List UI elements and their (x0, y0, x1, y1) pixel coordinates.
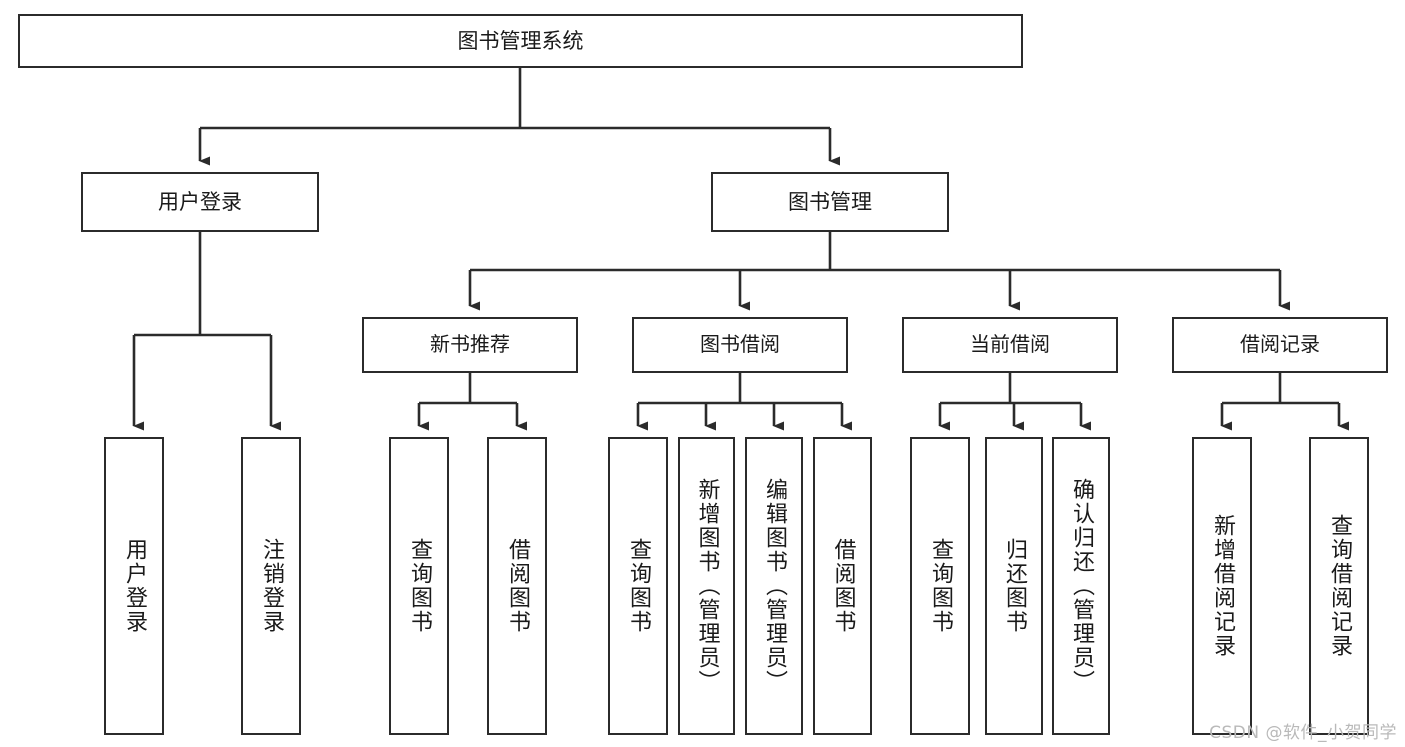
node-leaf-query-book-2[interactable]: 查询图书 (608, 437, 668, 735)
node-leaf-add-borrow-record-label: 新增借阅记录 (1210, 514, 1235, 658)
node-book-borrow-label: 图书借阅 (700, 332, 780, 357)
node-leaf-add-book-admin-label: 新增图书（管理员） (694, 478, 720, 694)
node-current-borrow[interactable]: 当前借阅 (902, 317, 1118, 373)
node-leaf-return-book[interactable]: 归还图书 (985, 437, 1043, 735)
node-leaf-query-borrow-record-label: 查询借阅记录 (1327, 514, 1352, 658)
node-leaf-borrow-book-1[interactable]: 借阅图书 (487, 437, 547, 735)
node-root-label: 图书管理系统 (457, 28, 584, 53)
node-leaf-query-borrow-record[interactable]: 查询借阅记录 (1309, 437, 1369, 735)
node-leaf-logout-login-label: 注销登录 (259, 538, 284, 634)
node-leaf-borrow-book-2[interactable]: 借阅图书 (813, 437, 872, 735)
watermark: CSDN @软件_小贺同学 (1209, 723, 1397, 743)
node-leaf-query-book-3-label: 查询图书 (928, 538, 953, 634)
node-leaf-borrow-book-2-label: 借阅图书 (830, 538, 856, 634)
node-leaf-edit-book-admin-label: 编辑图书（管理员） (762, 478, 787, 694)
node-new-book-recommend-label: 新书推荐 (430, 332, 510, 357)
node-borrow-record-label: 借阅记录 (1240, 332, 1320, 357)
node-leaf-return-book-label: 归还图书 (1002, 538, 1027, 634)
node-borrow-record[interactable]: 借阅记录 (1172, 317, 1388, 373)
node-book-borrow[interactable]: 图书借阅 (632, 317, 848, 373)
node-leaf-borrow-book-1-label: 借阅图书 (505, 538, 530, 634)
node-leaf-user-login-label: 用户登录 (122, 538, 147, 634)
node-user-login-label: 用户登录 (158, 189, 242, 214)
node-leaf-query-book-2-label: 查询图书 (626, 538, 651, 634)
node-leaf-add-borrow-record[interactable]: 新增借阅记录 (1192, 437, 1252, 735)
node-leaf-edit-book-admin[interactable]: 编辑图书（管理员） (745, 437, 803, 735)
node-book-manage-label: 图书管理 (788, 189, 872, 214)
node-new-book-recommend[interactable]: 新书推荐 (362, 317, 578, 373)
node-leaf-confirm-return-admin[interactable]: 确认归还（管理员） (1052, 437, 1110, 735)
node-leaf-user-login[interactable]: 用户登录 (104, 437, 164, 735)
node-user-login[interactable]: 用户登录 (81, 172, 319, 232)
node-leaf-add-book-admin[interactable]: 新增图书（管理员） (678, 437, 735, 735)
node-leaf-query-book-1-label: 查询图书 (407, 538, 432, 634)
node-leaf-query-book-1[interactable]: 查询图书 (389, 437, 449, 735)
node-book-manage[interactable]: 图书管理 (711, 172, 949, 232)
node-root[interactable]: 图书管理系统 (18, 14, 1023, 68)
node-current-borrow-label: 当前借阅 (970, 332, 1050, 357)
node-leaf-confirm-return-admin-label: 确认归还（管理员） (1069, 478, 1094, 694)
node-leaf-query-book-3[interactable]: 查询图书 (910, 437, 970, 735)
node-leaf-logout-login[interactable]: 注销登录 (241, 437, 301, 735)
